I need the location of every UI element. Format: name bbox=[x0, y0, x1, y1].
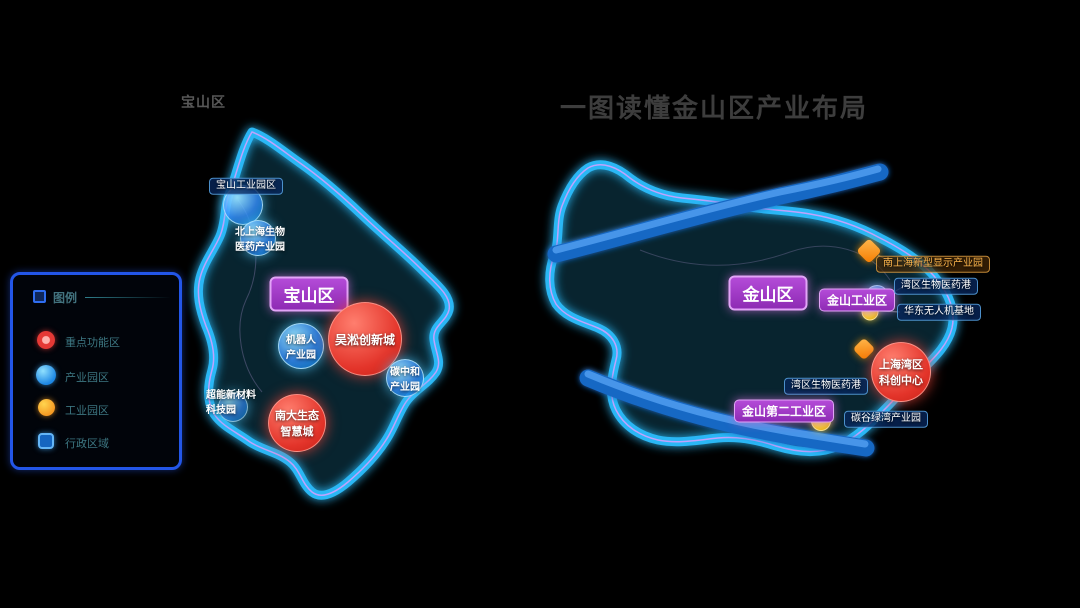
label-bio-port-right: 湾区生物医药港 bbox=[894, 277, 978, 295]
legend-item-label: 重点功能区 bbox=[65, 337, 120, 349]
blue-circle-icon bbox=[36, 365, 56, 385]
label-robot-park: 机器人 产业园 bbox=[286, 335, 316, 361]
label-bay-innovation-center: 上海湾区 科创中心 bbox=[879, 359, 923, 387]
marker-bay-innovation-center: 上海湾区 科创中心 bbox=[871, 342, 931, 402]
baoshan-subtitle: 宝山区 bbox=[181, 94, 226, 110]
blue-square-icon bbox=[38, 433, 54, 449]
label-carbon-neutral-park: 碳中和 产业园 bbox=[390, 367, 420, 393]
jinshan-industrial-badge: 金山工业区 bbox=[818, 288, 896, 312]
legend-divider bbox=[85, 297, 171, 298]
label-carbon-valley-park: 碳谷绿湾产业园 bbox=[844, 410, 928, 428]
baoshan-district-badge: 宝山区 bbox=[269, 276, 349, 312]
river-corridors bbox=[547, 163, 889, 457]
legend-panel: 图例 重点功能区 产业园区 工业园区 行政区域 bbox=[10, 272, 182, 470]
label-display-park: 南上海新型显示产业园 bbox=[876, 255, 990, 273]
label-bio-port-bottom: 湾区生物医药港 bbox=[784, 377, 868, 395]
legend-item-label: 行政区域 bbox=[65, 438, 109, 450]
marker-new-material-park bbox=[218, 392, 248, 422]
label-north-shanghai-bio-park: 北上海生物 医药产业园 bbox=[235, 227, 285, 253]
marker-robot-park bbox=[278, 323, 324, 369]
legend-item-label: 产业园区 bbox=[65, 372, 109, 384]
marker-nanda-smart-city: 南大生态 智慧城 bbox=[268, 394, 326, 452]
jinshan-second-industrial-badge: 金山第二工业区 bbox=[733, 399, 835, 423]
orange-circle-icon bbox=[38, 399, 55, 416]
label-baoshan-industrial-park: 宝山工业园区 bbox=[209, 177, 283, 195]
jinshan-district-badge: 金山区 bbox=[728, 275, 808, 311]
page-title: 一图读懂金山区产业布局 bbox=[560, 93, 869, 123]
legend-item-label: 工业园区 bbox=[65, 405, 109, 417]
marker-carbon-neutral-park bbox=[386, 359, 424, 397]
legend-title-icon bbox=[33, 290, 46, 303]
label-new-material-park: 超能新材料 科技园 bbox=[206, 390, 256, 416]
label-drone-base: 华东无人机基地 bbox=[897, 303, 981, 321]
marker-north-shanghai-bio-park bbox=[240, 220, 276, 256]
label-nanda-smart-city: 南大生态 智慧城 bbox=[275, 410, 319, 438]
marker-wusong-innovation-city: 吴淞创新城 bbox=[328, 302, 402, 376]
red-circle-icon bbox=[37, 331, 55, 349]
label-wusong-innovation-city: 吴淞创新城 bbox=[334, 332, 395, 347]
legend-title: 图例 bbox=[53, 291, 78, 305]
